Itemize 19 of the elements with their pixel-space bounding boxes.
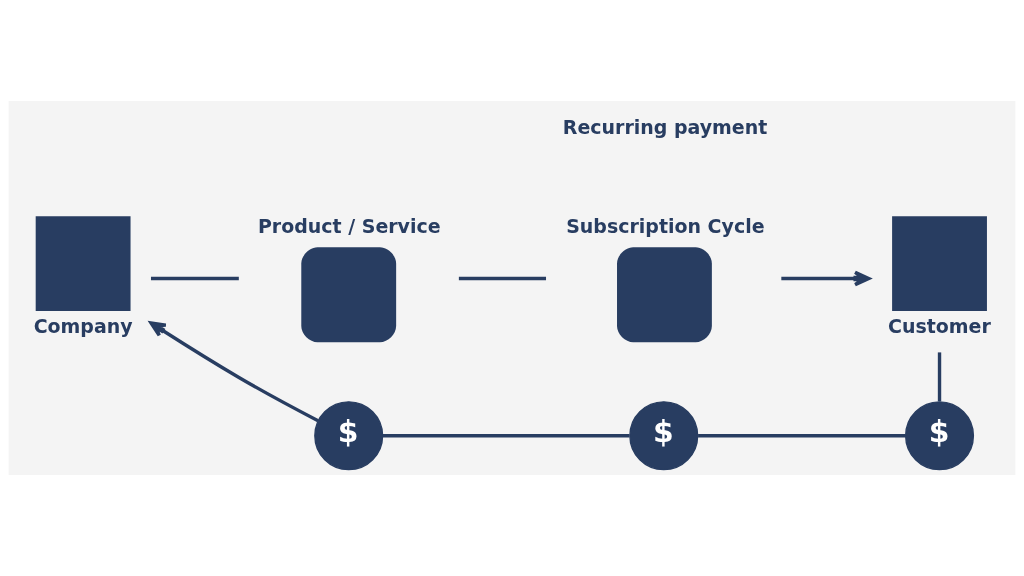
- node-label: Product / Service: [257, 214, 441, 237]
- node-box: [35, 216, 131, 312]
- arrow: [781, 270, 871, 287]
- node-circle: $: [314, 401, 384, 471]
- node-box: [301, 247, 397, 343]
- node-circle: $: [904, 401, 975, 471]
- connector: [698, 434, 906, 438]
- label: Recurring payment: [562, 116, 768, 139]
- connector: [382, 434, 630, 438]
- connector: [458, 276, 547, 281]
- node-label: Company: [33, 314, 133, 337]
- connector: [151, 276, 239, 281]
- node-box: [892, 216, 987, 312]
- connector: [937, 352, 942, 402]
- node-circle: $: [629, 401, 699, 471]
- arrow: [149, 321, 319, 423]
- node-box: [617, 247, 712, 343]
- node-label: Customer: [888, 314, 991, 337]
- node-label: Subscription Cycle: [566, 214, 765, 237]
